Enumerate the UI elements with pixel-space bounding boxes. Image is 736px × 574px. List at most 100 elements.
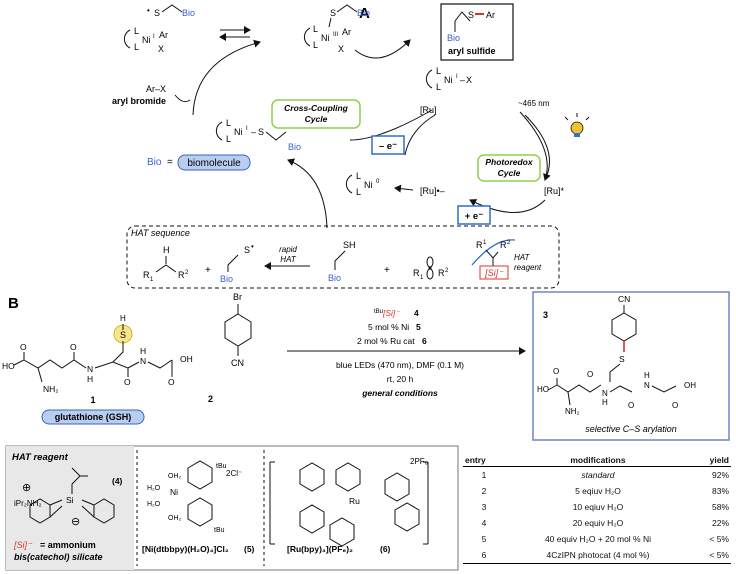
- svg-text:L: L: [313, 24, 318, 34]
- svg-text:NH₂: NH₂: [43, 384, 59, 394]
- svg-text:NH₂: NH₂: [565, 407, 580, 416]
- svg-text:R: R: [178, 270, 185, 280]
- hat-to-ni-arrow: [287, 158, 328, 229]
- svg-text:N: N: [87, 364, 93, 374]
- ni-i-thiolate-complex: L L Ni I – S Bio: [215, 118, 301, 152]
- svg-text:iPr₂NH₂: iPr₂NH₂: [14, 499, 42, 508]
- svg-text:R: R: [413, 268, 420, 278]
- ru-ground-state: [Ru]: [420, 105, 437, 115]
- nickel-catalyst-name: [Ni(dtbbpy)(H₂O)₄]Cl₂: [142, 544, 229, 554]
- svg-text:O: O: [168, 377, 175, 387]
- ni-reduction-arrow: [394, 184, 414, 193]
- aryl-bromide-label: aryl bromide: [112, 96, 166, 106]
- svg-text:Cycle: Cycle: [498, 168, 521, 178]
- ru-excited-state: [Ru]*: [544, 186, 565, 196]
- bio-thiol: SH Bio: [328, 240, 356, 283]
- svg-text:III: III: [333, 32, 338, 38]
- svg-text:bis(catechol) silicate: bis(catechol) silicate: [14, 552, 103, 562]
- svg-text:tBu: tBu: [374, 309, 383, 315]
- svg-text:X: X: [158, 44, 164, 54]
- svg-text:OH₂: OH₂: [168, 515, 182, 522]
- svg-text:L: L: [436, 66, 441, 76]
- svg-text:tBu: tBu: [216, 463, 227, 470]
- reductive-elimination-arrow: [354, 39, 411, 59]
- table-header-row: entry modifications yield: [463, 454, 731, 467]
- svg-text:2PF₆: 2PF₆: [410, 457, 428, 466]
- svg-text:S: S: [244, 245, 250, 255]
- svg-text:Ru: Ru: [349, 496, 360, 506]
- table-row: 1 standard 92%: [481, 470, 729, 480]
- svg-text:⊖: ⊖: [71, 516, 80, 528]
- svg-text:O: O: [672, 401, 678, 410]
- cycle-arc-oxidative-addition: [192, 39, 261, 116]
- svg-text:[Si]⁻: [Si]⁻: [13, 540, 33, 550]
- svg-text:H: H: [163, 245, 170, 255]
- svg-text:S: S: [120, 330, 126, 340]
- svg-text:OH: OH: [684, 381, 696, 390]
- ru-reduced-state: [Ru]•–: [420, 186, 445, 196]
- svg-text:O: O: [124, 377, 131, 387]
- svg-text:biomolecule: biomolecule: [187, 158, 241, 169]
- svg-text:R: R: [476, 240, 483, 250]
- svg-text:5: 5: [416, 322, 421, 332]
- panel-a-label: A: [359, 5, 370, 22]
- svg-text:aryl sulfide: aryl sulfide: [448, 46, 496, 56]
- excitation-arrow: [519, 111, 551, 181]
- svg-text:1: 1: [150, 277, 154, 283]
- biomolecule-legend: [177, 154, 251, 171]
- table-row: 6 4CzIPN photocat (4 mol %) < 5%: [463, 547, 731, 564]
- svg-text:rt, 20 h: rt, 20 h: [387, 374, 414, 384]
- svg-text:Cycle: Cycle: [305, 114, 328, 124]
- svg-text:O: O: [628, 401, 634, 410]
- table-row: 5 40 equiv H₂O + 20 mol % Ni < 5%: [481, 534, 729, 544]
- svg-text:I: I: [456, 74, 458, 80]
- svg-text:HAT: HAT: [514, 253, 531, 262]
- gsh-number: 1: [90, 395, 95, 405]
- svg-text:O: O: [587, 370, 593, 379]
- hat-electron-arrow: [471, 239, 516, 266]
- svg-text:2: 2: [507, 240, 511, 246]
- cross-coupling-cycle-badge: [271, 99, 361, 129]
- gsh-name-badge: [41, 409, 145, 425]
- svg-text:H: H: [87, 374, 93, 384]
- bromobenzonitrile-structure: Br CN 2: [208, 292, 252, 404]
- svg-text:Ar: Ar: [486, 10, 495, 20]
- svg-text:Ni: Ni: [364, 180, 373, 190]
- ruthenium-catalyst-name: [Ru(bpy)₃](PF₆)₂: [287, 544, 353, 554]
- svg-text:(6): (6): [380, 544, 391, 554]
- svg-text:S: S: [619, 354, 625, 364]
- svg-text:N: N: [140, 356, 146, 366]
- svg-text:R: R: [438, 268, 445, 278]
- svg-text:Ni: Ni: [142, 35, 151, 45]
- oxidation-box: [371, 135, 405, 155]
- svg-text:R: R: [500, 240, 507, 250]
- svg-text:S: S: [468, 10, 474, 20]
- hat-reagent-structure: R 1 R 2 [Si]⁻ HAT reagent: [476, 240, 542, 280]
- ni-iii-complex: S Bio L L Ni III Ar X: [303, 4, 370, 54]
- svg-text:[Si]⁻: [Si]⁻: [484, 268, 504, 278]
- svg-text:O: O: [70, 342, 77, 352]
- radical-dot: •: [147, 6, 150, 15]
- svg-text:–: –: [251, 127, 256, 137]
- svg-text:+: +: [205, 265, 211, 276]
- hat-sequence-label: HAT sequence: [131, 228, 190, 238]
- aryl-sulfide-box: S Ar Bio aryl sulfide: [440, 3, 514, 61]
- cycle-arc-ni-transfer: [349, 109, 433, 141]
- svg-text:reagent: reagent: [514, 263, 542, 272]
- svg-text:I: I: [153, 34, 155, 40]
- svg-text:rapid: rapid: [279, 245, 297, 254]
- svg-text:1: 1: [483, 240, 487, 246]
- svg-text:6: 6: [422, 336, 427, 346]
- svg-text:X: X: [466, 75, 472, 85]
- nickel-catalyst-structure: tBu 2Cl⁻ OH₂ H₂O Ni H₂O OH₂ tBu [Ni(dtbb…: [142, 460, 255, 554]
- svg-text:S: S: [258, 127, 264, 137]
- ruthenium-catalyst-structure: 2PF₆ Ru [Ru(bpy)₃](PF₆)₂ (6): [269, 457, 429, 554]
- svg-text:Bio: Bio: [447, 33, 460, 43]
- svg-text:L: L: [313, 40, 318, 50]
- svg-text:L: L: [356, 171, 361, 181]
- ni-i-halide-complex: L L Ni I – X: [425, 66, 472, 92]
- svg-text:HAT reagent: HAT reagent: [12, 452, 69, 463]
- table-row: 2 5 eqiuv H₂O 83%: [481, 486, 729, 496]
- reduction-box: [457, 205, 491, 225]
